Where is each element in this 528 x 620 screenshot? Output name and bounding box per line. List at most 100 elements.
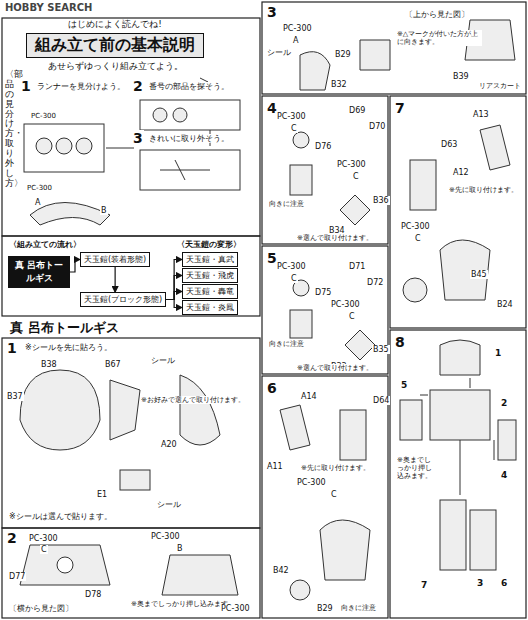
node-text: 天玉鎧(装着形態) bbox=[84, 254, 146, 265]
flow-arrow bbox=[166, 260, 182, 300]
hand-part bbox=[345, 330, 375, 360]
callout-label: 〈部品の見分け方・取り外し方〉 bbox=[4, 70, 15, 189]
flow-arrow bbox=[166, 276, 182, 300]
step-frame bbox=[390, 96, 526, 328]
callout-label: D69 bbox=[348, 106, 366, 115]
poly-cap bbox=[293, 132, 309, 148]
body-part bbox=[20, 545, 110, 585]
callout-label: C bbox=[330, 490, 338, 499]
face-part bbox=[120, 470, 150, 490]
callout-label: PC-300 bbox=[30, 112, 57, 120]
callout-label: PC-300 bbox=[276, 262, 307, 271]
node-text: 天玉鎧・飛虎 bbox=[186, 270, 234, 281]
arm-part bbox=[290, 165, 312, 195]
flow-box: 天玉鎧・炎鳳 bbox=[182, 300, 238, 315]
callout-label: PC-300 bbox=[400, 222, 431, 231]
callout-label: A bbox=[34, 198, 41, 207]
armor-part bbox=[280, 405, 310, 450]
callout-label: 〈組み立ての流れ〉 bbox=[8, 240, 82, 249]
head-part bbox=[20, 370, 100, 450]
arm-assembly bbox=[400, 400, 422, 440]
callout-label: 5 bbox=[400, 380, 408, 390]
callout-label: A13 bbox=[472, 110, 490, 119]
assembly-arrows bbox=[106, 78, 494, 495]
step-frame bbox=[2, 528, 260, 618]
leg-assembly bbox=[470, 510, 496, 570]
flow-arrow bbox=[166, 300, 182, 308]
runner bbox=[140, 150, 240, 190]
node-text: 天玉鎧・炎鳳 bbox=[186, 302, 234, 313]
runner bbox=[140, 100, 240, 130]
callout-label: A12 bbox=[452, 168, 470, 177]
callout-label: B32 bbox=[330, 80, 348, 89]
callout-label: シール bbox=[156, 500, 182, 509]
callout-label: C bbox=[40, 545, 48, 554]
cut-lines bbox=[160, 160, 210, 180]
skirt-part bbox=[360, 40, 390, 70]
callout-label: D75 bbox=[314, 288, 332, 297]
step-number: 8 bbox=[394, 334, 406, 350]
callout-label: ※お好みで選んで取り付けます。 bbox=[140, 396, 252, 404]
step-number: 1 bbox=[20, 78, 32, 94]
runner-part bbox=[76, 138, 92, 154]
callout-label: 6 bbox=[500, 578, 508, 588]
callout-label: B67 bbox=[104, 360, 122, 369]
callout-label: B45 bbox=[470, 270, 488, 279]
foot-sole bbox=[290, 580, 310, 600]
callout-label: ※シールは選んで貼ります。 bbox=[8, 512, 113, 521]
callout-label: リアスカート bbox=[478, 82, 522, 90]
callout-label: E1 bbox=[96, 490, 108, 499]
runner-part bbox=[56, 138, 72, 154]
foot-part bbox=[440, 240, 490, 300]
node-text: 天玉鎧・真武 bbox=[186, 254, 234, 265]
flow-box: 天玉鎧(ブロック形態) bbox=[80, 292, 166, 307]
callout-label: シール bbox=[150, 356, 176, 365]
node-text: はじめによく読んでね! bbox=[26, 18, 204, 31]
step-frame bbox=[262, 376, 388, 618]
callout-label: 向きに注意 bbox=[268, 340, 305, 348]
arm-part bbox=[290, 310, 312, 338]
callout-label: 7 bbox=[420, 580, 428, 590]
step-number: 6 bbox=[266, 380, 278, 396]
callout-label: PC-300 bbox=[296, 478, 327, 487]
callout-label: 1 bbox=[494, 348, 502, 358]
head-assembly bbox=[440, 340, 480, 375]
leg-part bbox=[340, 410, 366, 460]
flow-arrow bbox=[166, 292, 182, 300]
arm-assembly bbox=[498, 420, 516, 460]
callout-label: B36 bbox=[372, 196, 390, 205]
step-number: 1 bbox=[6, 340, 18, 356]
callout-label: ※奥までしっかり押し込みます。 bbox=[396, 456, 438, 480]
flow-arrow bbox=[115, 267, 116, 292]
part-sketch bbox=[30, 203, 110, 226]
callout-label: 向きに注意 bbox=[268, 200, 305, 208]
step-number: 2 bbox=[6, 530, 18, 546]
runner bbox=[24, 124, 104, 172]
body-assembly bbox=[162, 555, 238, 595]
node-text: 天玉鎧・轟竜 bbox=[186, 286, 234, 297]
node-text: 天玉鎧(ブロック形態) bbox=[84, 294, 162, 305]
poly-cap bbox=[57, 557, 73, 573]
leg-assembly bbox=[440, 500, 466, 570]
heading-box: はじめによく読んでね!組み立て前の基本説明あせらずゆっくり組み立てよう。 bbox=[22, 18, 208, 73]
callout-label: C bbox=[290, 274, 298, 283]
step-frame bbox=[262, 96, 388, 244]
callout-label: 向きに注意 bbox=[340, 604, 377, 612]
node-text: 真 呂布トールギス bbox=[10, 319, 119, 337]
flow-box: 天玉鎧・轟竜 bbox=[182, 284, 238, 299]
callout-label: D63 bbox=[440, 140, 458, 149]
callout-label: C bbox=[290, 124, 298, 133]
step-number: 3 bbox=[132, 130, 144, 146]
runner-part bbox=[153, 108, 167, 122]
callout-label: 3 bbox=[476, 578, 484, 588]
helmet-part bbox=[110, 380, 140, 440]
head-assembly bbox=[180, 375, 220, 445]
hand-part bbox=[300, 52, 330, 90]
callout-label: ※選んで取り付けます。 bbox=[296, 364, 374, 372]
node-text: あせらずゆっくり組み立てよう。 bbox=[26, 60, 204, 73]
section-title: 真 呂布トールギス bbox=[6, 319, 123, 337]
callout-label: D70 bbox=[368, 122, 386, 131]
callout-label: B38 bbox=[40, 360, 58, 369]
callout-label: ※△マークが付いた方が上に向きます。 bbox=[396, 30, 482, 46]
